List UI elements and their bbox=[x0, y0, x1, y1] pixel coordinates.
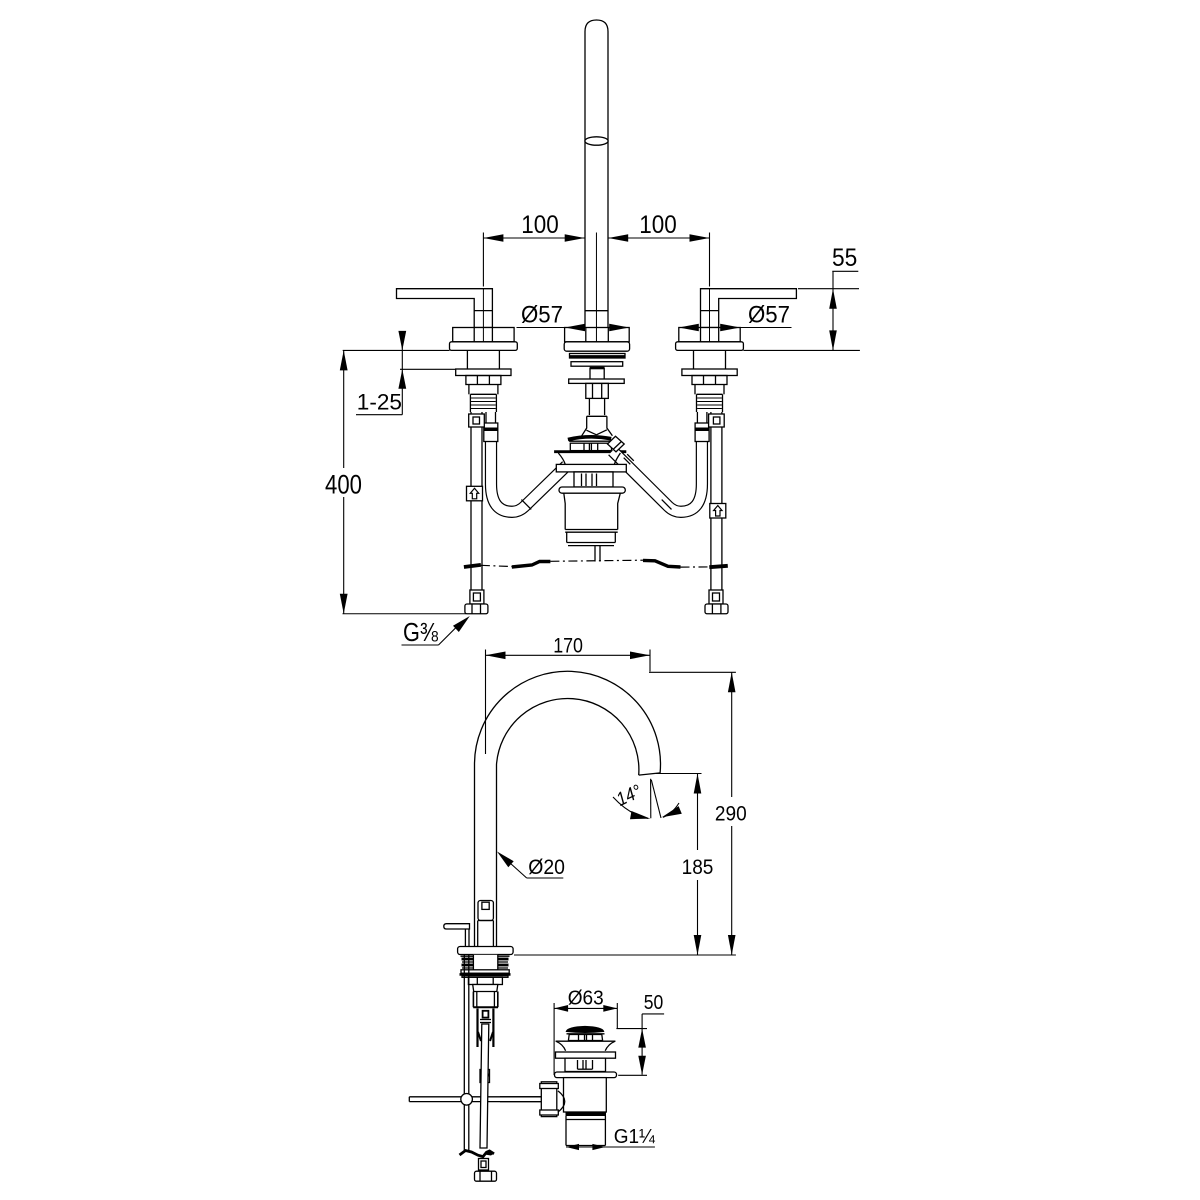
svg-text:100: 100 bbox=[639, 211, 677, 239]
svg-text:400: 400 bbox=[325, 469, 362, 499]
svg-text:G⅜: G⅜ bbox=[403, 617, 438, 647]
svg-text:185: 185 bbox=[682, 856, 714, 879]
svg-text:50: 50 bbox=[644, 992, 664, 1014]
svg-text:Ø57: Ø57 bbox=[521, 302, 563, 329]
svg-text:Ø63: Ø63 bbox=[568, 987, 604, 1010]
svg-text:Ø57: Ø57 bbox=[748, 302, 790, 329]
svg-text:G1¼: G1¼ bbox=[614, 1126, 656, 1148]
svg-text:100: 100 bbox=[521, 211, 559, 239]
svg-text:55: 55 bbox=[832, 244, 857, 272]
svg-text:170: 170 bbox=[553, 635, 583, 658]
svg-text:290: 290 bbox=[715, 802, 747, 825]
svg-text:1-25: 1-25 bbox=[357, 389, 402, 414]
svg-text:Ø20: Ø20 bbox=[528, 856, 565, 879]
